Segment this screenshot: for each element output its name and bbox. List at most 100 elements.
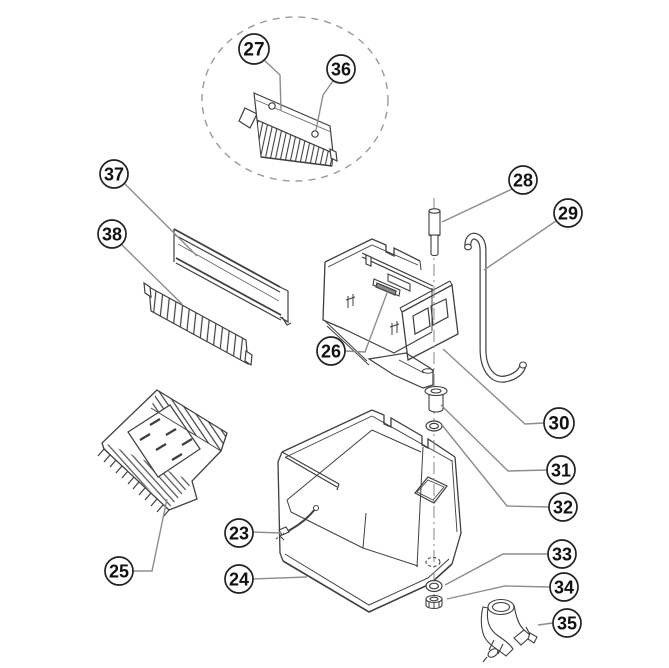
callout-28[interactable]: 28 [441,165,538,223]
callout-leader-line [344,292,388,353]
callout-leader-line [537,622,554,626]
callout-31[interactable]: 31 [440,404,576,485]
callout-number: 38 [102,225,122,245]
tank24-rim-right-inner [371,415,453,462]
bushing-neck [428,393,444,413]
callout-balloon[interactable] [99,159,129,189]
rubber-strip-38 [143,281,253,367]
callout-balloon[interactable] [548,492,578,522]
tank26-funnel-stub [422,368,434,374]
tank24-right-edge-inner [451,459,458,533]
callout-35[interactable]: 35 [537,608,582,638]
callout-leader-line [446,585,551,600]
callout-number: 28 [513,171,533,191]
callout-number: 26 [321,342,341,362]
callout-balloon[interactable] [238,33,270,65]
callout-balloon[interactable] [97,219,127,249]
valve-outlet-cap [487,648,499,658]
tank24-front-rim [281,451,340,491]
callout-balloon[interactable] [326,54,356,84]
screw23-body [278,526,290,536]
callout-balloon[interactable] [508,165,538,195]
bushing-bore [430,388,442,394]
callout-leader-line [252,576,308,580]
callout-balloon[interactable] [224,518,254,548]
callout-balloon[interactable] [546,455,576,485]
callout-balloon[interactable] [224,564,254,594]
hose-core [465,233,526,382]
callout-number: 25 [109,562,129,582]
callout-32[interactable]: 32 [441,424,578,522]
o-ring-33 [425,579,443,593]
strip-right-hook [244,349,253,367]
brush-screw-left [268,102,276,110]
callout-leader-line [440,404,548,472]
callout-number: 36 [331,60,351,80]
brush-end-clip [329,147,338,163]
callout-balloon[interactable] [316,336,346,366]
tank24-bottom-edge [282,560,453,613]
hose-bottom-cap [519,361,527,369]
drain-valve-35 [480,598,538,663]
callout-26[interactable]: 26 [316,292,388,366]
callout-29[interactable]: 29 [483,198,583,271]
callout-leader-line [441,188,513,223]
callout-number: 37 [104,165,124,185]
standpipe-body [428,210,441,257]
tank24-rim-right [371,409,456,458]
tank-screen-25 [97,389,228,518]
valve-body [480,606,514,657]
valve-top-bore [491,601,511,613]
callout-37[interactable]: 37 [99,159,198,257]
solution-tank-24 [275,409,462,613]
callout-24[interactable]: 24 [224,564,308,594]
callout-balloon[interactable] [553,198,583,228]
grate-outline [101,389,228,511]
callout-number: 33 [552,545,572,565]
callout-23[interactable]: 23 [224,518,282,548]
tank26-top-rim-inner [327,244,419,268]
callout-36[interactable]: 36 [315,54,356,131]
callout-leader-line [263,59,282,112]
hose-outline [464,232,527,383]
o-ring-33-inner [429,582,440,590]
callout-33[interactable]: 33 [444,539,577,586]
blade-bottom-rail [175,257,282,316]
screw-23 [275,526,290,541]
tank26-left-edge [322,261,345,330]
tank24-interior-lines [286,429,422,567]
callout-number: 35 [557,614,577,634]
tank24-interior-hose-hook [284,507,317,534]
callout-balloon[interactable] [547,539,577,569]
callout-balloon[interactable] [552,608,582,638]
detail-dashed-circle [201,16,389,182]
callout-25[interactable]: 25 [104,498,168,586]
tank26-lower-wall [323,319,370,366]
drain-hose-29 [464,232,527,383]
callout-27[interactable]: 27 [238,33,282,112]
callout-leader-line [441,424,550,508]
valve-outlet [488,639,504,655]
callout-leader-line [442,348,545,425]
callout-balloon[interactable] [104,556,134,586]
tank24-hook-end [313,505,319,511]
squeegee-blade-37 [173,228,292,326]
standpipe-28 [428,208,441,257]
tank24-left-edge [277,451,284,562]
callout-number: 34 [554,578,574,598]
callout-balloon[interactable] [543,407,575,439]
callout-30[interactable]: 30 [442,348,575,439]
blade-body-fill [174,229,288,322]
hose-top-cap [464,243,472,251]
tank26-top-rim [324,238,421,263]
tank26-back-opening [387,273,411,292]
brush-screw-right [311,130,319,138]
callout-balloon[interactable] [549,572,579,602]
callout-38[interactable]: 38 [97,219,183,305]
grate-comb-teeth [97,448,170,518]
o-ring-32 [425,420,443,432]
callout-34[interactable]: 34 [446,572,579,602]
screw23-tip [279,535,285,541]
